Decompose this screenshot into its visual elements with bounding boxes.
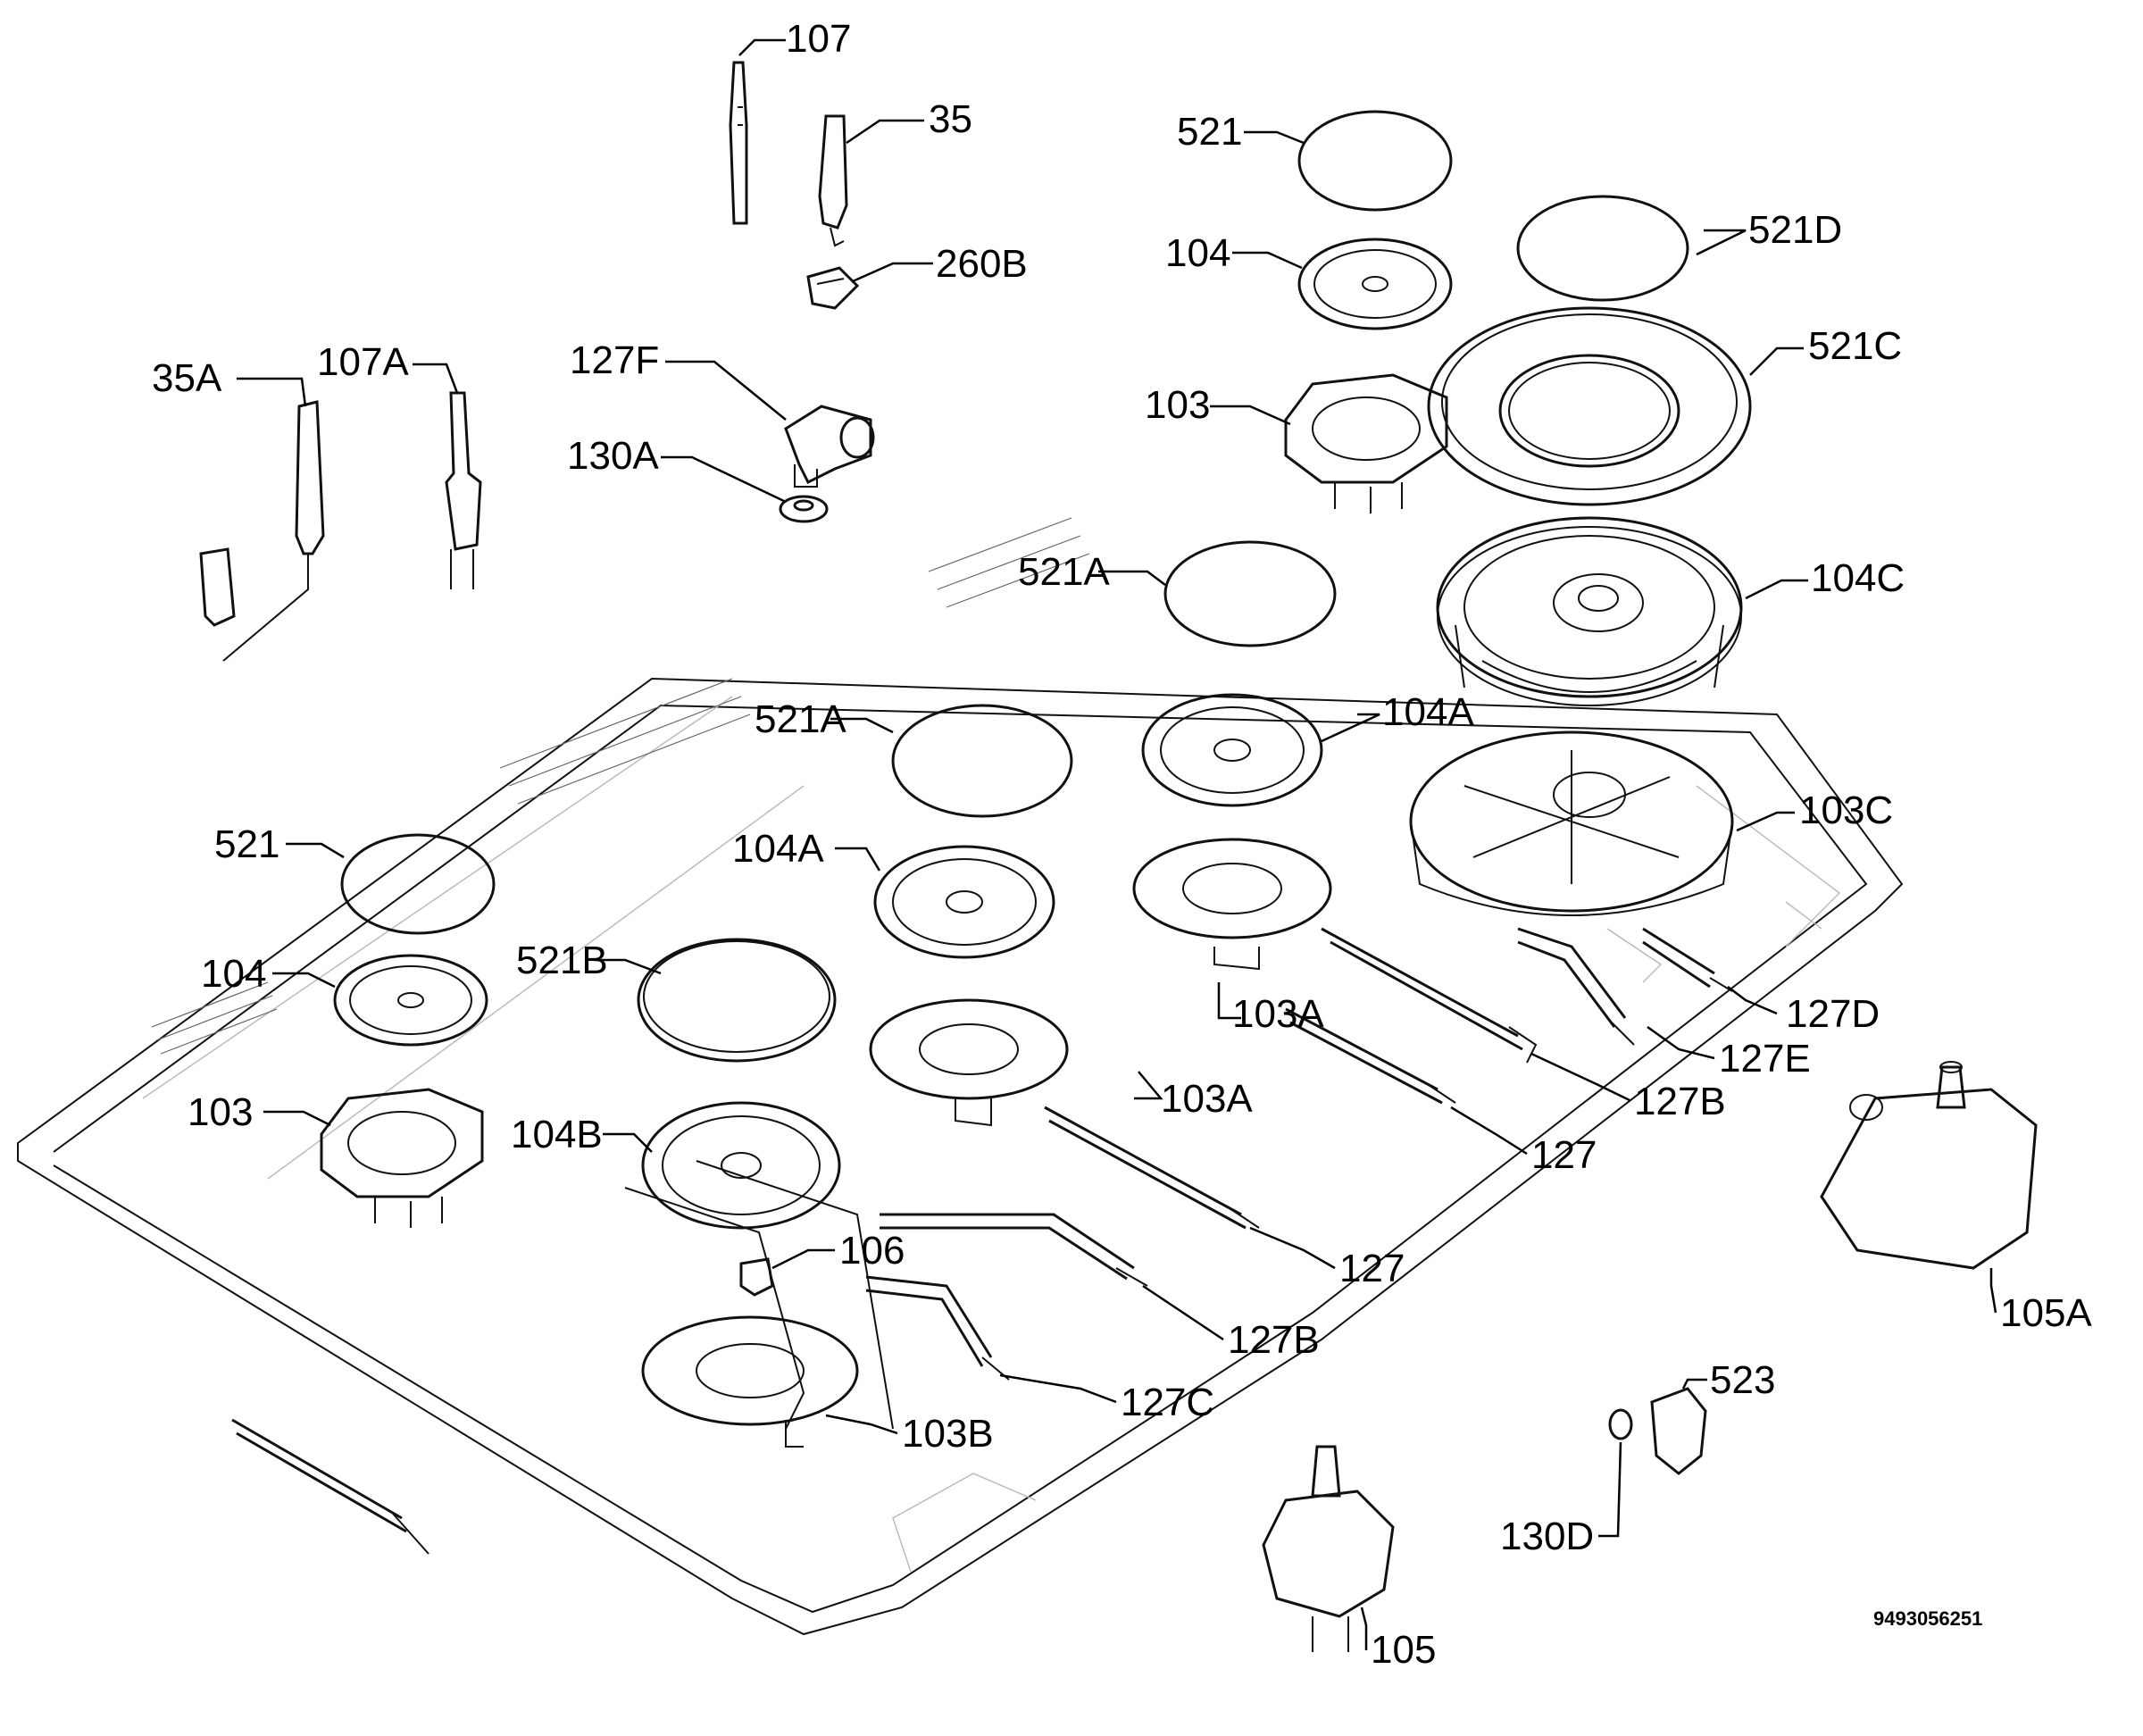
part-labels: 107 35 260B 35A 107A 127F 130A 521 104 1… [152, 17, 2092, 1672]
nut-130a [779, 495, 829, 523]
label-103a-mid: 103A [1161, 1077, 1253, 1121]
label-130a: 130A [567, 434, 659, 478]
label-521c: 521C [1808, 324, 1902, 368]
label-103a-left: 103A [1232, 992, 1324, 1036]
label-35a: 35A [152, 356, 222, 400]
label-127e: 127E [1719, 1037, 1811, 1081]
burner-cap-521a-mid [1163, 540, 1337, 647]
label-523: 523 [1710, 1358, 1775, 1402]
label-521b: 521B [516, 939, 608, 982]
burner-crown-104b [641, 1101, 841, 1230]
label-35: 35 [929, 97, 972, 141]
label-127d: 127D [1786, 992, 1880, 1036]
burner-base-103-left [320, 1088, 484, 1228]
burner-crown-104-top [1297, 238, 1453, 330]
label-104-top: 104 [1165, 231, 1230, 275]
gas-valve-105 [1262, 1445, 1395, 1652]
ignition-plug-35 [818, 114, 848, 247]
clip-260b [806, 266, 860, 310]
label-103-top: 103 [1145, 383, 1210, 427]
burner-cap-521b [637, 938, 837, 1063]
gas-valve-105a [1820, 1061, 2038, 1270]
label-107: 107 [786, 17, 851, 61]
label-130d: 130D [1500, 1515, 1594, 1558]
burner-cap-521a-left [891, 704, 1073, 818]
label-103c: 103C [1799, 789, 1893, 832]
label-521d: 521D [1748, 208, 1842, 252]
burner-crown-104c [1436, 516, 1743, 706]
burner-cap-521d [1516, 195, 1689, 302]
label-521a-left: 521A [755, 697, 846, 741]
label-104b: 104B [511, 1113, 603, 1156]
burner-cap-521-top [1297, 110, 1453, 212]
label-105: 105 [1371, 1628, 1436, 1672]
label-104a-left: 104A [732, 827, 824, 871]
label-521-left: 521 [214, 822, 279, 866]
label-104c: 104C [1811, 556, 1905, 600]
label-107a: 107A [317, 340, 409, 384]
hob-plate [17, 517, 1904, 1636]
burner-crown-104a-left [873, 845, 1055, 959]
label-127b-left: 127B [1228, 1318, 1320, 1362]
ignition-plug-107 [729, 61, 748, 225]
thermocouple-107a [445, 391, 482, 589]
leader-lines [237, 38, 1997, 1650]
label-106: 106 [839, 1229, 905, 1273]
label-521-top: 521 [1177, 110, 1242, 154]
label-104a-mid: 104A [1382, 690, 1474, 734]
label-127f: 127F [570, 338, 659, 382]
label-103b: 103B [902, 1412, 994, 1456]
label-105a: 105A [2000, 1291, 2092, 1335]
label-104-left: 104 [201, 952, 266, 996]
burner-base-103-top [1284, 373, 1448, 513]
label-260b: 260B [936, 242, 1028, 286]
burner-base-103b [641, 1315, 859, 1448]
burner-base-103a-left [869, 998, 1069, 1127]
thermocouple-35a [199, 400, 325, 662]
label-127-right: 127 [1531, 1133, 1597, 1177]
label-103-left: 103 [188, 1090, 253, 1134]
burner-base-103c [1409, 730, 1734, 916]
burner-crown-104a-mid [1141, 693, 1323, 807]
nut-130d [1608, 1408, 1633, 1440]
clip-523 [1650, 1387, 1707, 1475]
label-127b-right: 127B [1634, 1080, 1726, 1123]
elbow-127f [784, 405, 875, 488]
label-127c: 127C [1121, 1381, 1214, 1424]
burner-base-103a-mid [1132, 838, 1332, 971]
label-127-mid: 127 [1339, 1247, 1405, 1290]
burner-cap-521-left [340, 833, 496, 935]
drawing-reference-number: 9493056251 [1873, 1607, 1982, 1630]
burner-ring-521c [1427, 306, 1752, 506]
label-521a-mid: 521A [1018, 550, 1110, 594]
injector-106 [739, 1257, 774, 1297]
gas-pipes [231, 927, 1733, 1555]
burner-crown-104-left [333, 954, 488, 1047]
